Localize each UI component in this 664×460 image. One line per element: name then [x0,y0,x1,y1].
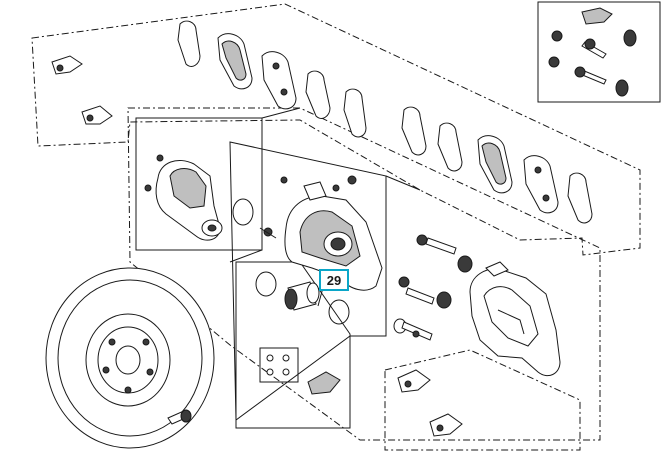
inset-clip-icon [581,7,613,25]
caliper-piston-icon [284,281,320,311]
bracket-boundary [384,349,581,451]
inset-bolt-lower-icon [548,56,629,97]
brake-pad-1-icon [217,33,253,90]
leader-lines [229,107,421,263]
caliper-body-boundary [229,141,387,421]
brake-pad-4-icon [523,155,559,214]
slide-pin-inset [537,1,661,103]
brake-disc-icon [45,267,215,449]
callout-29-label: 29 [327,273,341,288]
callout-29[interactable]: 29 [317,269,349,307]
piston-seal-icon [255,271,277,297]
callout-29-box [319,269,349,291]
shim-1-icon [177,20,201,67]
pad-clip-upper-icon [51,55,83,75]
pad-clip-lower-icon [81,105,113,125]
pad-set-boundary [31,3,641,256]
shim-2-icon [305,70,331,119]
shim-4-icon [401,106,427,156]
caliper-body-icon [284,175,383,291]
guide-bolt-lower-icon [398,276,452,309]
bracket-clip-upper-icon [397,369,431,393]
caliper-bleeder-icon [259,176,288,239]
shim-5-icon [437,122,463,172]
motor-o-ring-icon [232,198,254,226]
guide-bolt-upper-icon [416,234,473,273]
brake-pad-3-icon [477,135,513,194]
piston-boot-icon [328,299,350,325]
brake-pad-2-icon [261,51,297,110]
shim-3-icon [343,88,367,138]
bracket-clip-lower-icon [429,413,463,437]
bleeder-caps-icon [259,347,299,383]
shim-6-icon [567,172,593,224]
seal-kit-boundary [235,261,351,429]
caliper-bracket-icon [469,261,561,377]
parking-brake-motor-icon [144,154,223,241]
caliper-clip-icon [307,371,341,395]
bracket-bolt-icon [393,318,433,341]
disc-screw-icon [167,409,192,425]
inset-bolt-upper-icon [551,29,637,59]
